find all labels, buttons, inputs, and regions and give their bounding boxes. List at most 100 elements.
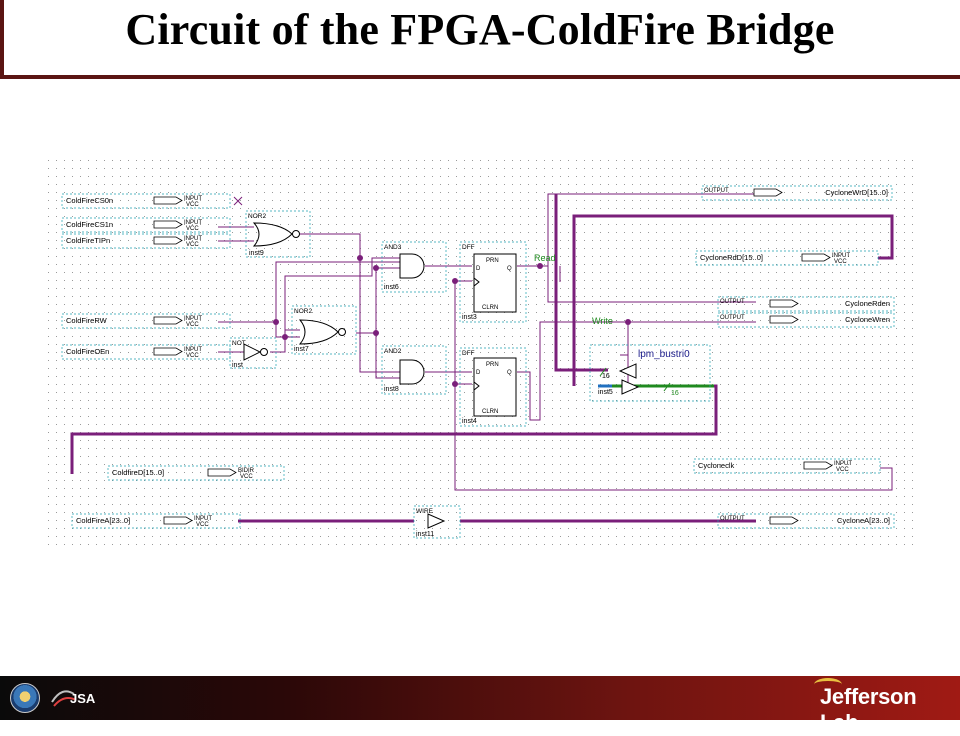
bustri-lpm: lpm_bustri0 16 16 inst5	[589, 344, 711, 402]
svg-text:INPUT: INPUT	[184, 347, 202, 353]
gate-nor2-inst7: NOR2 inst7	[291, 305, 357, 355]
svg-text:ColdFireA[23..0]: ColdFireA[23..0]	[76, 516, 130, 525]
svg-text:ColdFireOEn: ColdFireOEn	[66, 347, 109, 356]
jsa-logo: JSA	[51, 690, 96, 707]
svg-text:CycloneWren: CycloneWren	[845, 315, 890, 324]
svg-text:inst6: inst6	[384, 284, 399, 291]
svg-text:AND3: AND3	[384, 244, 402, 251]
svg-text:INPUT: INPUT	[184, 236, 202, 242]
svg-text:INPUT: INPUT	[184, 316, 202, 322]
svg-text:PRN: PRN	[486, 258, 499, 264]
output-pins: CycloneWrD[15..0]OUTPUTCycloneRdenOUTPUT…	[693, 185, 895, 529]
svg-text:INPUT: INPUT	[184, 220, 202, 226]
svg-text:CycloneWrD[15..0]: CycloneWrD[15..0]	[825, 188, 888, 197]
svg-text:VCC: VCC	[186, 353, 199, 359]
title-bar: Circuit of the FPGA-ColdFire Bridge	[0, 0, 960, 79]
svg-text:VCC: VCC	[836, 467, 849, 473]
grid-canvas	[42, 158, 914, 550]
svg-text:inst8: inst8	[384, 386, 399, 393]
svg-text:Q: Q	[507, 266, 512, 272]
output-pin-0: CycloneWrD[15..0] OUTPUT	[701, 185, 893, 201]
svg-text:Q: Q	[507, 370, 512, 376]
svg-text:inst7: inst7	[294, 346, 309, 353]
svg-text:CLRN: CLRN	[482, 409, 498, 415]
dff-inst3: DFF PRN D Q CLRN inst3	[459, 241, 527, 323]
svg-text:inst11: inst11	[416, 531, 434, 538]
svg-text:VCC: VCC	[834, 259, 847, 265]
net-label-read: Read	[534, 253, 556, 263]
slide-edge-accent	[0, 0, 4, 78]
gate-and2-inst8: AND2 inst8	[381, 345, 447, 395]
footer-bar	[0, 676, 960, 720]
svg-text:16: 16	[602, 373, 610, 380]
svg-text:INPUT: INPUT	[832, 253, 850, 259]
output-pin-3: CycloneA[23..0] OUTPUT	[717, 513, 895, 529]
svg-text:D: D	[476, 266, 481, 272]
svg-text:lpm_bustri0: lpm_bustri0	[638, 349, 690, 360]
jefferson-lab-logo: Jefferson Lab	[814, 678, 960, 736]
svg-text:CycloneRden: CycloneRden	[845, 299, 890, 308]
svg-text:ColdFireTIPn: ColdFireTIPn	[66, 236, 110, 245]
svg-text:Cycloneclk: Cycloneclk	[698, 461, 735, 470]
svg-text:DFF: DFF	[462, 244, 475, 251]
svg-text:OUTPUT: OUTPUT	[720, 516, 745, 522]
gate-and3-inst6: AND3 inst6	[381, 241, 447, 293]
svg-text:ColdFireCS0n: ColdFireCS0n	[66, 196, 113, 205]
svg-text:inst4: inst4	[462, 418, 477, 425]
svg-text:VCC: VCC	[240, 474, 253, 480]
svg-text:NOT: NOT	[232, 340, 246, 347]
svg-text:inst3: inst3	[462, 314, 477, 321]
svg-text:inst5: inst5	[598, 389, 613, 396]
svg-text:inst: inst	[232, 362, 243, 369]
svg-text:OUTPUT: OUTPUT	[720, 315, 745, 321]
svg-text:VCC: VCC	[186, 322, 199, 328]
svg-text:ColdFireRW: ColdFireRW	[66, 316, 108, 325]
svg-text:VCC: VCC	[196, 522, 209, 528]
svg-text:AND2: AND2	[384, 348, 402, 355]
net-label-write: Write	[592, 316, 613, 326]
svg-text:OUTPUT: OUTPUT	[704, 188, 729, 194]
svg-text:ColdfireD[15..0]: ColdfireD[15..0]	[112, 468, 164, 477]
svg-text:DFF: DFF	[462, 350, 475, 357]
output-pin-1: CycloneRden OUTPUT	[717, 296, 895, 312]
output-pin-2: CycloneWren OUTPUT	[717, 312, 895, 328]
svg-text:NOR2: NOR2	[294, 308, 312, 315]
gate-not-inst: NOT inst	[229, 337, 277, 369]
gate-wire-inst11: WIRE inst11	[413, 505, 461, 539]
dff-inst4: DFF PRN D Q CLRN inst4	[459, 347, 527, 427]
buses	[70, 194, 894, 523]
svg-text:16: 16	[671, 390, 679, 397]
title-rule	[0, 75, 960, 79]
svg-text:BIDIR: BIDIR	[238, 468, 255, 474]
svg-text:OUTPUT: OUTPUT	[720, 299, 745, 305]
svg-text:CLRN: CLRN	[482, 305, 498, 311]
svg-text:JSA: JSA	[70, 691, 96, 706]
doe-seal-logo	[10, 683, 40, 713]
svg-text:INPUT: INPUT	[834, 461, 852, 467]
svg-text:CycloneA[23..0]: CycloneA[23..0]	[837, 516, 890, 525]
svg-text:WIRE: WIRE	[416, 508, 434, 515]
svg-text:PRN: PRN	[486, 362, 499, 368]
bus-rdd	[572, 214, 894, 386]
svg-text:VCC: VCC	[186, 226, 199, 232]
svg-text:D: D	[476, 370, 481, 376]
label-gate-type: NOR2	[248, 213, 266, 220]
svg-text:CycloneRdD[15..0]: CycloneRdD[15..0]	[700, 253, 763, 262]
svg-text:INPUT: INPUT	[194, 516, 212, 522]
label-gate-inst: inst9	[249, 250, 264, 257]
svg-text:VCC: VCC	[186, 242, 199, 248]
svg-text:ColdFireCS1n: ColdFireCS1n	[66, 220, 113, 229]
svg-text:INPUT: INPUT	[184, 196, 202, 202]
bus-wrd	[554, 194, 608, 372]
